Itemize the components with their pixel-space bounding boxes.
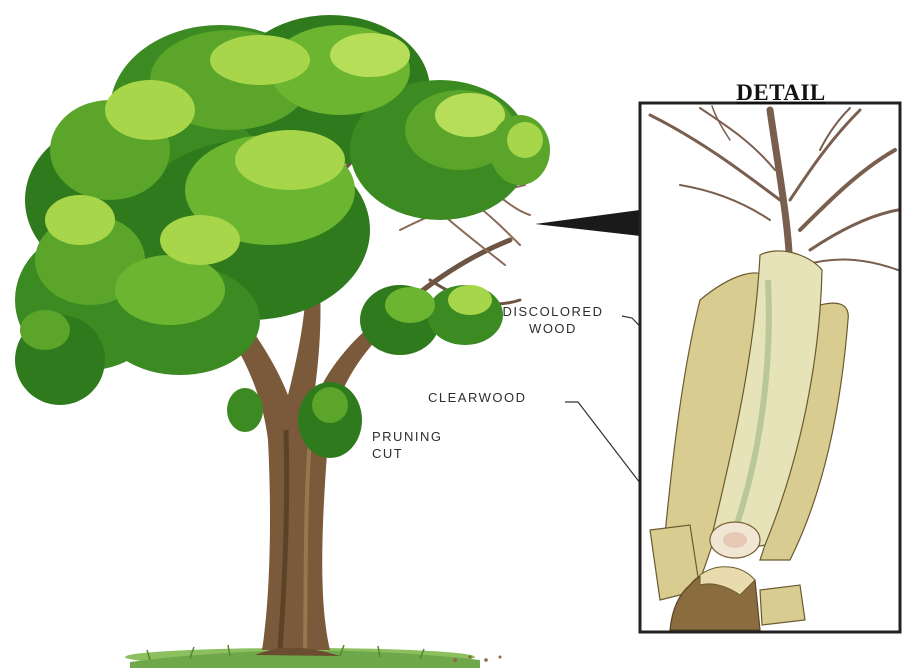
- detail-inset: [640, 103, 900, 632]
- pruning-cut-label: PRUNING CUT: [372, 428, 442, 462]
- pruning-cut-label-line1: PRUNING: [372, 428, 442, 445]
- pruning-cut-label-line2: CUT: [372, 445, 442, 462]
- discolored-wood-label-line1: DISCOLORED: [488, 303, 618, 320]
- detail-title: DETAIL: [725, 80, 837, 106]
- clearwood-label: CLEARWOOD: [428, 389, 527, 406]
- discolored-wood-label: DISCOLORED WOOD: [488, 303, 618, 337]
- discolored-wood-label-line2: WOOD: [488, 320, 618, 337]
- detail-pointer: [535, 210, 640, 236]
